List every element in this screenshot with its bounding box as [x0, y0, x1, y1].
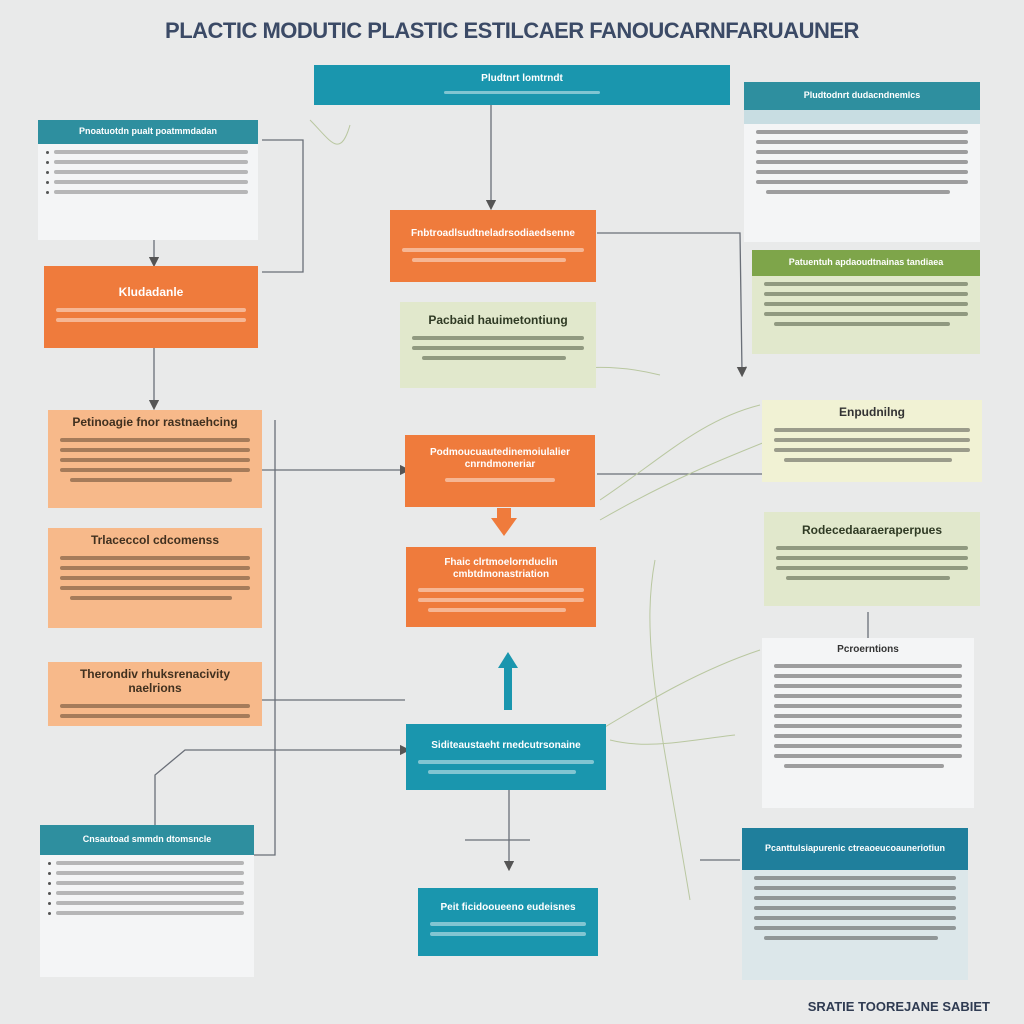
node-left-peach-1-label: Petinoagie fnor rastnaehcing	[72, 415, 238, 429]
node-center-bottom[interactable]: Peit ficidooueeno eudeisnes	[418, 888, 598, 956]
node-center-teal-label: Siditeaustaeht rnedcutrsonaine	[431, 740, 581, 751]
node-top-center[interactable]: Pludtnrt lomtrndt	[314, 65, 730, 105]
node-left-peach-1[interactable]: Petinoagie fnor rastnaehcing	[48, 410, 262, 508]
node-left-orange[interactable]: Kludadanle	[44, 266, 258, 348]
connector-center-right-top	[597, 232, 748, 378]
orange-arrow-down	[491, 508, 517, 536]
node-left-orange-label: Kludadanle	[118, 285, 184, 299]
node-center-green[interactable]: Pacbaid hauimetontiung	[400, 302, 596, 388]
node-top-center-label: Pludtnrt lomtrndt	[481, 72, 563, 84]
node-right-green-2[interactable]: Rodecedaaraeraperpues	[764, 512, 980, 606]
connector-left-bus	[262, 139, 304, 273]
connector-left-vert	[245, 420, 276, 856]
node-left-peach-2-label: Trlaceccol cdcomenss	[90, 533, 220, 547]
node-right-bottom[interactable]: Pcanttulsiapurenic ctreaoeucoauneriotiun	[742, 828, 968, 980]
node-right-green-label: Patuentuh apdaoudtnainas tandiaea	[752, 250, 980, 276]
node-right-top[interactable]: Pludtodnrt dudacndnemlcs	[744, 82, 980, 242]
footer-caption: SRATIE TOOREJANE SABIET	[807, 999, 990, 1014]
node-center-orange-3-label: Fhaic clrtmoelornduclin cmbtdmonastriati…	[444, 557, 558, 580]
node-left-peach-3-label: Therondiv rhuksrenacivity naelrions	[79, 667, 231, 695]
node-left-bottom-label: Cnsautoad smmdn dtomsncle	[40, 825, 254, 855]
node-left-peach-3[interactable]: Therondiv rhuksrenacivity naelrions	[48, 662, 262, 726]
node-right-white-label: Pcroerntions	[837, 644, 899, 655]
node-center-orange-2[interactable]: Podmoucuautedinemoiulalier cnrndmoneriar	[405, 435, 595, 507]
node-center-green-label: Pacbaid hauimetontiung	[428, 313, 568, 327]
node-right-yellow-label: Enpudnilng	[839, 405, 905, 419]
node-center-orange-2-label: Podmoucuautedinemoiulalier cnrndmoneriar	[429, 447, 571, 470]
node-right-green[interactable]: Patuentuh apdaoudtnainas tandiaea	[752, 250, 980, 354]
page-title: PLACTIC MODUTIC PLASTIC ESTILCAER FANOUC…	[165, 18, 859, 43]
node-right-green-2-label: Rodecedaaraeraperpues	[801, 523, 943, 537]
connector-bottom-left	[154, 744, 411, 825]
node-center-orange-1-label: Fnbtroadlsudtneladrsodiaedsenne	[411, 228, 575, 239]
node-right-top-label: Pludtodnrt dudacndnemlcs	[744, 82, 980, 110]
node-center-teal[interactable]: Siditeaustaeht rnedcutrsonaine	[406, 724, 606, 790]
node-center-orange-3[interactable]: Fhaic clrtmoelornduclin cmbtdmonastriati…	[406, 547, 596, 627]
node-center-bottom-label: Peit ficidooueeno eudeisnes	[440, 902, 576, 913]
node-right-white[interactable]: Pcroerntions	[762, 638, 974, 808]
node-left-top-label: Pnoatuotdn pualt poatmmdadan	[38, 120, 258, 144]
node-left-peach-2[interactable]: Trlaceccol cdcomenss	[48, 528, 262, 628]
node-right-bottom-label: Pcanttulsiapurenic ctreaoeucoauneriotiun	[742, 828, 968, 870]
node-left-bottom[interactable]: Cnsautoad smmdn dtomsncle	[40, 825, 254, 977]
teal-arrow-up	[498, 652, 518, 710]
node-left-top[interactable]: Pnoatuotdn pualt poatmmdadan	[38, 120, 258, 240]
node-right-yellow[interactable]: Enpudnilng	[762, 400, 982, 482]
node-center-orange-1[interactable]: Fnbtroadlsudtneladrsodiaedsenne	[390, 210, 596, 282]
